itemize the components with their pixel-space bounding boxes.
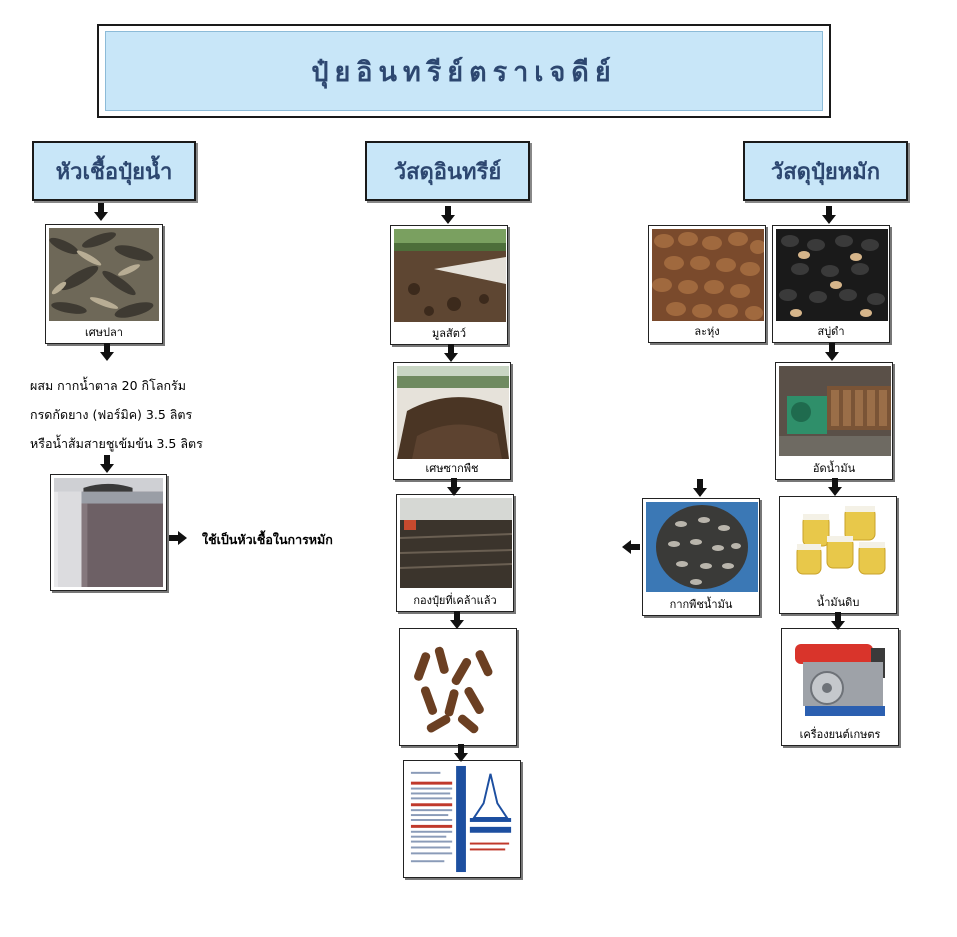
arrow-down-icon [693, 479, 707, 497]
animal-manure-caption: มูลสัตว์ [431, 327, 467, 340]
mix-line-1: ผสม กากน้ำตาล 20 กิโลกรัม [30, 378, 186, 393]
oilseed-cake-image [646, 502, 758, 592]
mixed-compost-pile-caption: กองปุ๋ยที่เคล้าแล้ว [413, 594, 497, 607]
arrow-left-icon [622, 540, 640, 554]
card-plant-residue: เศษซากพืช [393, 362, 511, 480]
card-fermentation-tank [50, 474, 167, 591]
heading-compost-materials: วัสดุปุ๋ยหมัก [743, 141, 908, 201]
jatropha-seeds-image [776, 229, 888, 321]
mix-line-3: หรือน้ำส้มสายชูเข้มข้น 3.5 ลิตร [30, 436, 203, 451]
castor-beans-image [652, 229, 764, 321]
farm-engine-image [785, 632, 897, 722]
oil-press-caption: อัดน้ำมัน [812, 462, 856, 475]
fertilizer-pellets-image [403, 632, 513, 742]
heading-organic-materials: วัสดุอินทรีย์ [365, 141, 530, 201]
arrow-down-icon [100, 455, 114, 473]
page-title: ปุ๋ยอินทรีย์ตราเจดีย์ [311, 56, 617, 88]
title-box: ปุ๋ยอินทรีย์ตราเจดีย์ [97, 24, 831, 118]
arrow-down-icon [447, 478, 461, 496]
crude-oil-caption: น้ำมันดิบ [816, 596, 860, 609]
mix-line-2: กรดกัดยาง (ฟอร์มิค) 3.5 ลิตร [30, 407, 193, 422]
arrow-down-icon [831, 612, 845, 630]
title-panel: ปุ๋ยอินทรีย์ตราเจดีย์ [105, 31, 823, 111]
fish-scraps-image [49, 228, 159, 321]
arrow-down-icon [441, 206, 455, 224]
jatropha-seeds-caption: สบู่ดำ [817, 325, 845, 338]
animal-manure-image [394, 229, 506, 322]
fermentation-tank-image [54, 478, 163, 587]
castor-beans-caption: ละหุ่ง [694, 325, 720, 338]
farm-engine-caption: เครื่องยนต์เกษตร [799, 728, 881, 741]
arrow-right-icon [169, 531, 187, 545]
oilseed-cake-caption: กากพืชน้ำมัน [669, 598, 733, 611]
card-oilseed-cake: กากพืชน้ำมัน [642, 498, 760, 616]
crude-oil-image [783, 500, 895, 590]
plant-residue-caption: เศษซากพืช [425, 462, 479, 475]
card-jatropha-seeds: สบู่ดำ [772, 225, 890, 343]
arrow-down-icon [94, 203, 108, 221]
arrow-down-icon [454, 744, 468, 762]
card-fish-scraps: เศษปลา [45, 224, 163, 344]
card-crude-oil: น้ำมันดิบ [779, 496, 897, 614]
card-fertilizer-bag-label [403, 760, 521, 878]
arrow-down-icon [822, 206, 836, 224]
arrow-down-icon [444, 344, 458, 362]
fertilizer-bag-label-image [407, 764, 517, 874]
arrow-down-icon [100, 343, 114, 361]
card-animal-manure: มูลสัตว์ [390, 225, 508, 345]
card-castor-beans: ละหุ่ง [648, 225, 766, 343]
card-oil-press: อัดน้ำมัน [775, 362, 893, 480]
card-farm-engine: เครื่องยนต์เกษตร [781, 628, 899, 746]
oil-press-image [779, 366, 891, 456]
card-fertilizer-pellets [399, 628, 517, 746]
plant-residue-image [397, 366, 509, 459]
use-as-starter-text: ใช้เป็นหัวเชื้อในการหมัก [202, 532, 333, 547]
arrow-down-icon [828, 478, 842, 496]
heading-liquid-starter: หัวเชื้อปุ๋ยน้ำ [32, 141, 196, 201]
arrow-down-icon [450, 611, 464, 629]
arrow-down-icon [825, 343, 839, 361]
card-mixed-compost-pile: กองปุ๋ยที่เคล้าแล้ว [396, 494, 514, 612]
fish-scraps-caption: เศษปลา [85, 326, 123, 339]
mixed-compost-pile-image [400, 498, 512, 588]
